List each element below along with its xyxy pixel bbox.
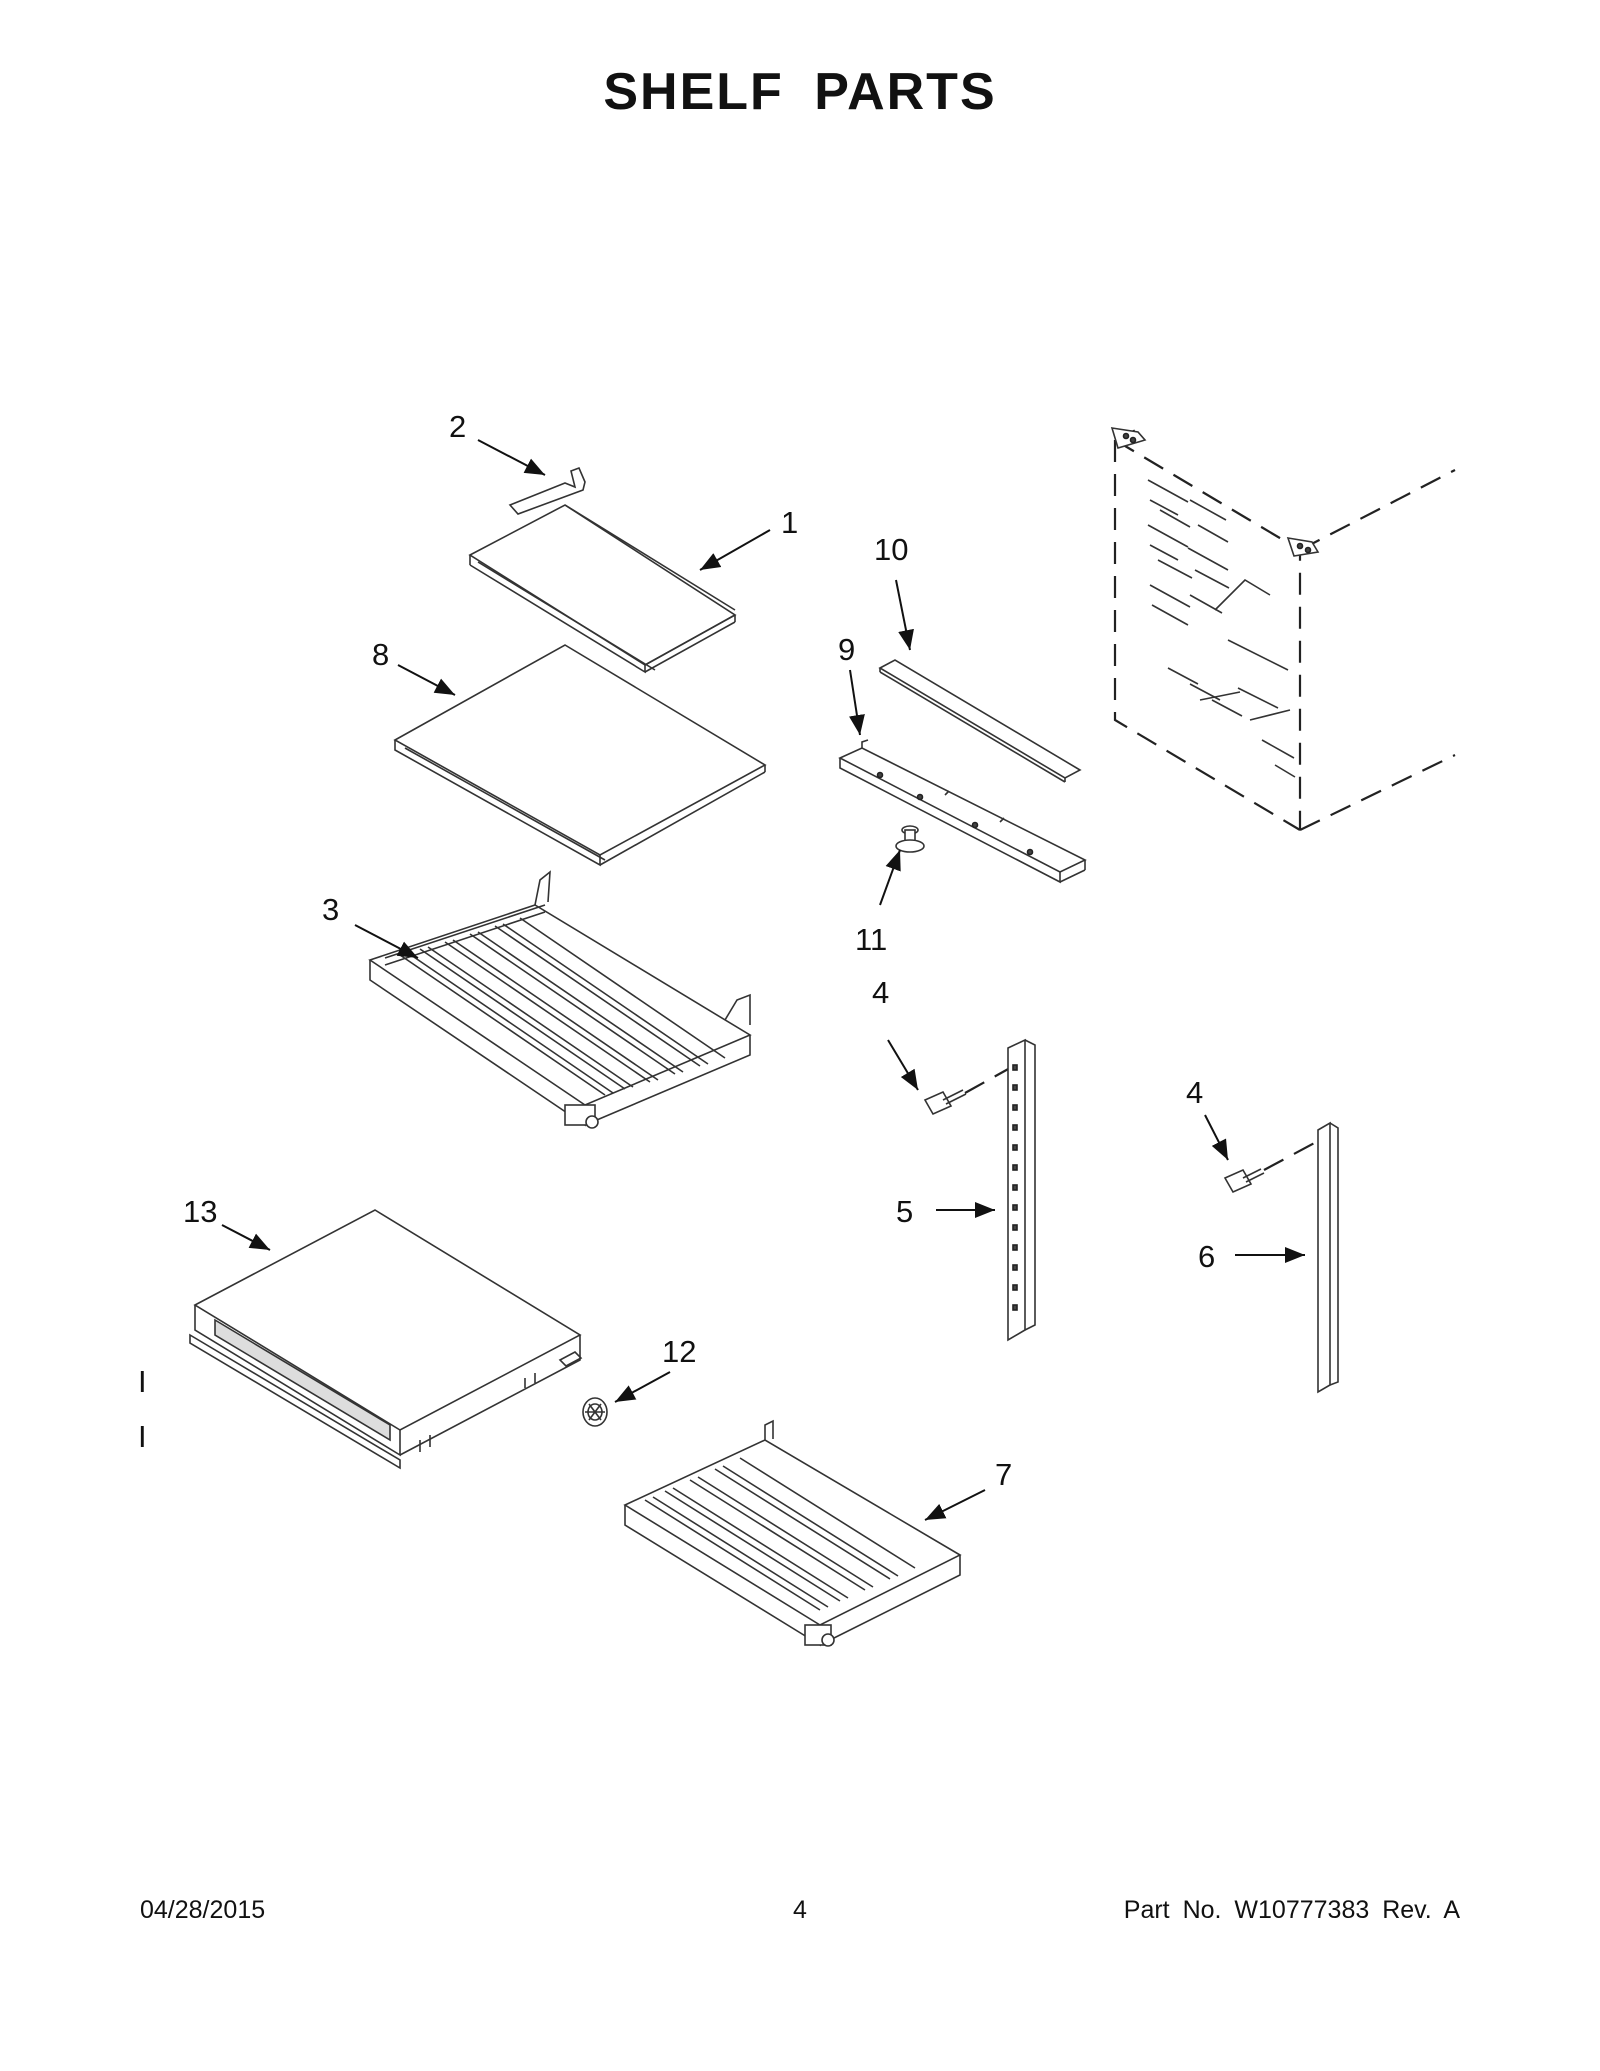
part-4-screw-left [923,1089,967,1116]
callout-11: 11 [855,922,887,957]
page-title: SHELF PARTS [603,63,997,121]
callout-labels: 2 1 8 3 10 9 11 4 5 4 6 13 12 7 [183,409,1215,1492]
callout-3: 3 [322,892,339,927]
revision-mark: I [138,1419,147,1454]
callout-12: 12 [662,1334,696,1369]
callout-arrows [221,439,1305,1521]
callout-4-right: 4 [1186,1075,1203,1110]
callout-4-left: 4 [872,975,889,1010]
part-13-drawer-cover [189,1209,583,1470]
part-10-strip [878,659,1082,783]
callout-1: 1 [781,505,798,540]
callout-7: 7 [995,1457,1012,1492]
callout-9: 9 [838,632,855,667]
part-4-screw-right [1223,1168,1265,1194]
part-9-channel [838,739,1087,884]
revision-mark: I [138,1364,147,1399]
footer-date: 04/28/2015 [140,1896,266,1924]
callout-6: 6 [1198,1239,1215,1274]
part-12-knob [582,1397,608,1427]
callout-8: 8 [372,637,389,672]
footer-page-number: 4 [793,1896,807,1924]
part-7-lower-shelf-frame [623,1419,962,1647]
footer-part-number: Part No. W10777383 Rev. A [1123,1896,1460,1924]
cabinet-outline [1110,427,1456,831]
part-8-glass-panel [393,644,767,867]
part-5-rail [1007,1038,1036,1342]
part-2-shelf-endcap [508,466,586,515]
callout-5: 5 [896,1194,913,1229]
callout-13: 13 [183,1194,217,1229]
callout-10: 10 [874,532,908,567]
part-11-pin [895,825,925,853]
part-1-glass-shelf [468,504,737,674]
part-6-rail [1317,1121,1339,1394]
revision-marks: I I [138,1364,147,1454]
callout-2: 2 [449,409,466,444]
part-3-shelf-frame [368,870,752,1129]
